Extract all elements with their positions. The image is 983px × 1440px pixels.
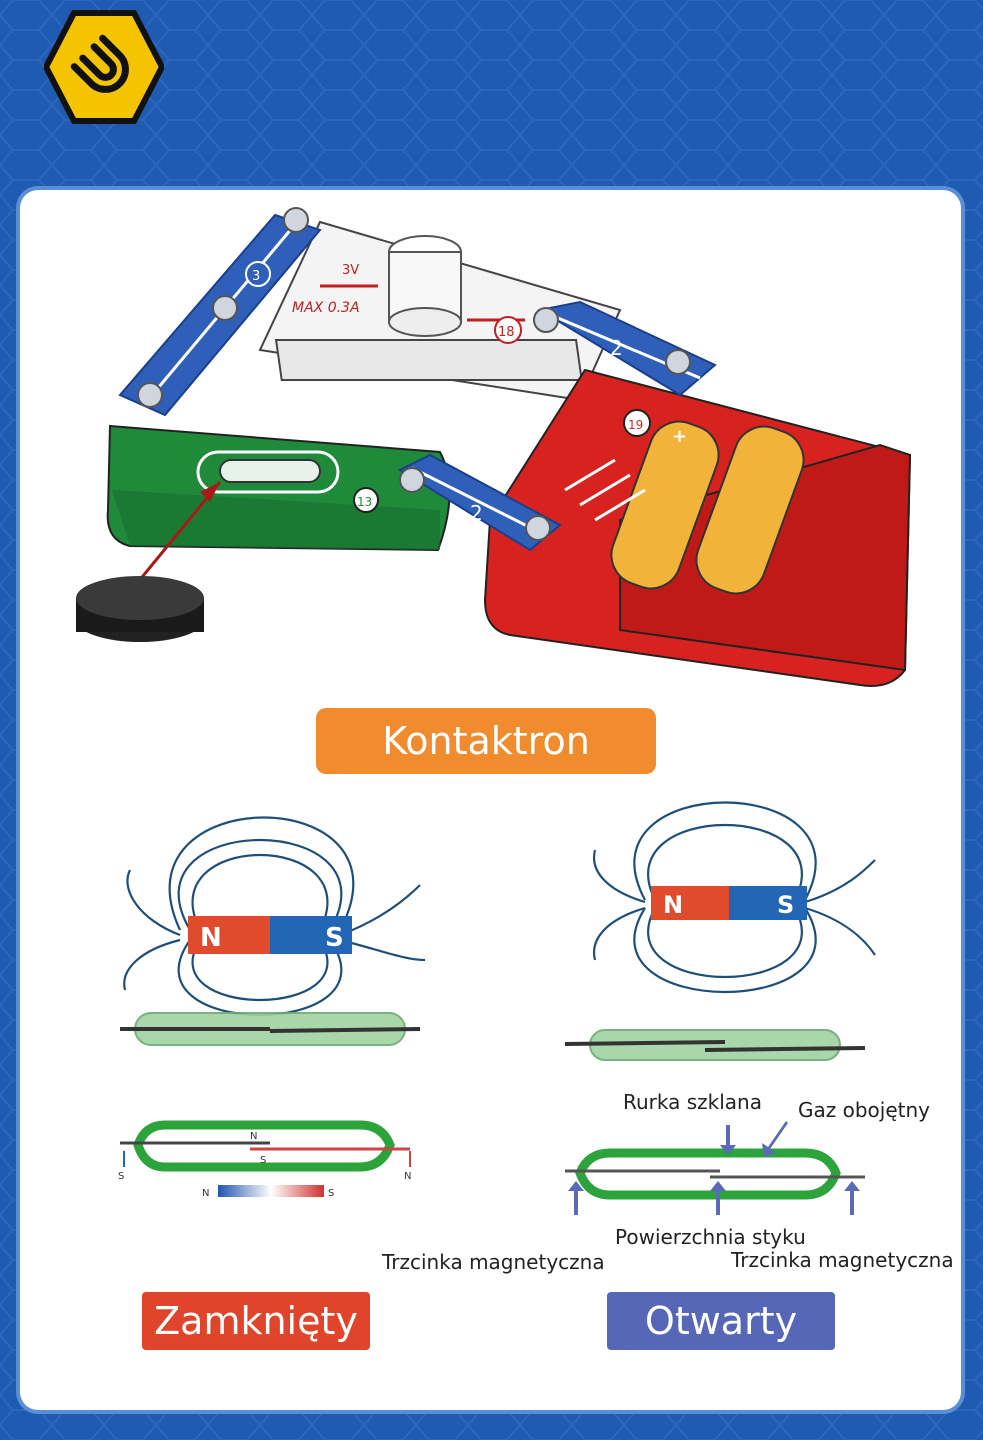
reed-left-label: Trzcinka magnetyczna (382, 1250, 605, 1274)
reed-tube-closed (120, 1012, 420, 1046)
magnet-right-north: N (663, 891, 683, 919)
reed-tube-open (565, 1029, 865, 1061)
reed-diagram-open (565, 1121, 865, 1215)
reed-right-label: Trzcinka magnetyczna (731, 1248, 954, 1272)
closed-left-s: S (118, 1171, 124, 1182)
magnet-left-south: S (325, 923, 344, 953)
closed-middle-s: S (260, 1155, 266, 1166)
closed-bar-s: S (328, 1188, 334, 1199)
battery-plus: + (672, 426, 687, 447)
inert-gas-label: Gaz obojętny (798, 1098, 930, 1122)
wire-bottom-number: 2 (470, 501, 483, 525)
state-closed-badge: Zamknięty (142, 1292, 370, 1350)
wire-top-number: 2 (610, 336, 623, 360)
current-label: MAX 0.3A (292, 300, 360, 316)
reed-number: 13 (357, 495, 372, 509)
magnet-left-north: N (200, 923, 222, 953)
magnet-icon (44, 10, 164, 124)
state-open-badge: Otwarty (607, 1292, 835, 1350)
contact-surface-label: Powierzchnia styku (615, 1225, 806, 1249)
magnet-right-south: S (777, 891, 794, 919)
closed-bar-n: N (202, 1188, 209, 1199)
content-card: 3V MAX 0.3A 18 13 19 + 3 2 (20, 190, 961, 1410)
title-badge: Kontaktron (316, 708, 656, 774)
closed-right-n: N (404, 1171, 411, 1182)
magnetic-field-open: N S (593, 801, 876, 994)
voltage-label: 3V (342, 263, 359, 278)
circuit-illustration: 3V MAX 0.3A 18 13 19 + 3 2 (76, 207, 912, 687)
lamp-number: 18 (498, 325, 515, 340)
closed-top-n: N (250, 1131, 257, 1142)
reed-diagram-closed: N S S N N S (118, 1120, 411, 1199)
wire-left-number: 3 (252, 269, 260, 284)
magnetic-field-closed: N S (123, 816, 426, 1016)
glass-tube-label: Rurka szklana (623, 1090, 762, 1114)
battery-number: 19 (628, 418, 643, 432)
